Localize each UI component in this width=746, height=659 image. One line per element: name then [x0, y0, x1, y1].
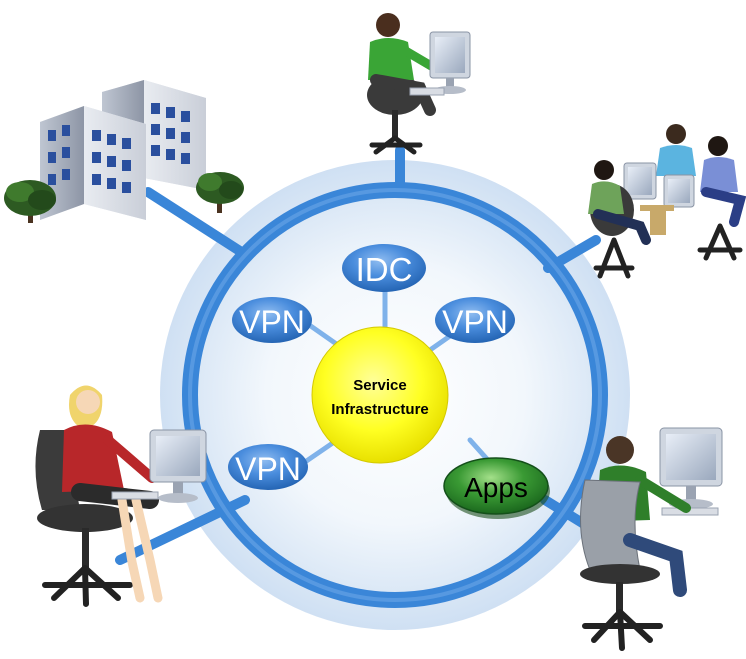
remote-worker-top-icon — [367, 13, 471, 155]
apps-label: Apps — [464, 472, 528, 503]
branch-office-group-icon — [588, 124, 746, 279]
remote-worker-bottom-right-icon — [580, 427, 723, 651]
office-buildings-icon — [4, 80, 244, 223]
vpn-node-upper-left: VPN — [232, 297, 312, 343]
vpn-label-upper-left: VPN — [239, 304, 305, 340]
vpn-label-lower-left: VPN — [235, 451, 301, 487]
apps-node: Apps — [443, 457, 550, 519]
center-label-line2: Infrastructure — [331, 401, 429, 418]
idc-node: IDC — [342, 244, 426, 292]
spoke-buildings — [143, 187, 251, 260]
vpn-node-lower-left: VPN — [228, 444, 308, 490]
center-label-line1: Service — [353, 377, 406, 394]
tree-icon — [4, 180, 56, 223]
vpn-node-upper-right: VPN — [435, 297, 515, 343]
service-infrastructure-node: Service Infrastructure — [311, 326, 449, 464]
idc-label: IDC — [356, 251, 413, 288]
remote-worker-woman-icon — [35, 385, 207, 607]
vpn-label-upper-right: VPN — [442, 304, 508, 340]
tree-icon — [196, 172, 244, 213]
network-ring-highlight — [188, 188, 602, 602]
